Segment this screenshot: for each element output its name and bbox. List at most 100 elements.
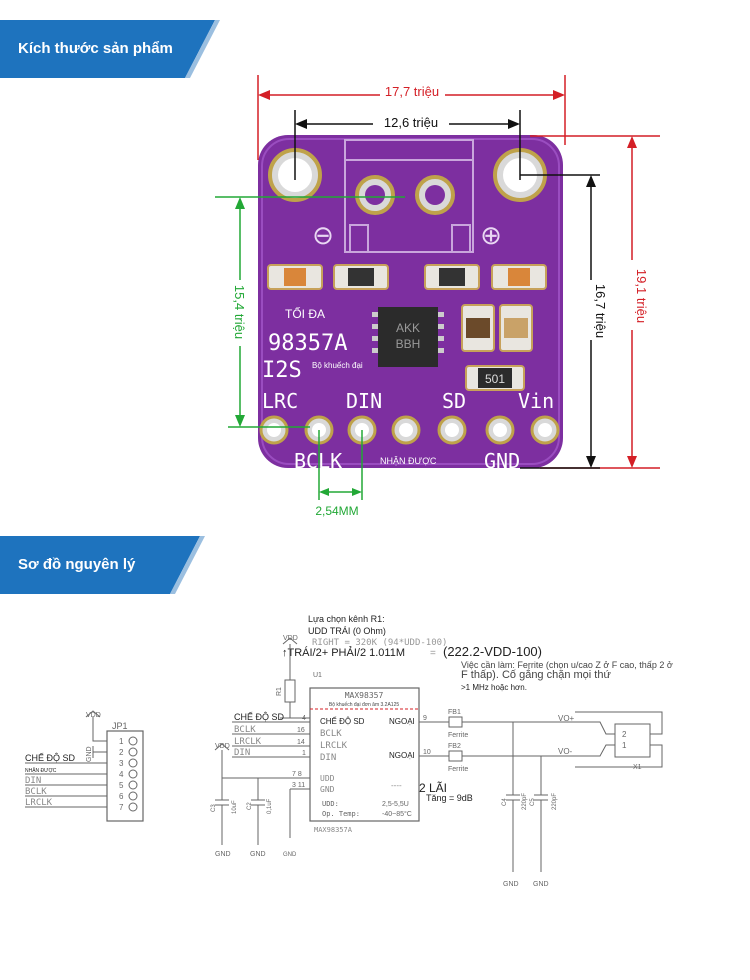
jp1-pin-4: 4 — [119, 770, 124, 779]
ferrite-note-1: Việc cần làm: Ferrite (chọn u/cao Z ở F … — [461, 660, 673, 670]
size-section-title: Kích thước sản phẩm — [18, 40, 173, 57]
net-lrclk: LRCLK — [234, 737, 262, 747]
c2-gnd: GND — [250, 851, 266, 858]
overall-height-label: 19,1 triệu — [634, 269, 649, 323]
banner-shape — [0, 536, 205, 594]
jp1-gnd: GND — [86, 746, 93, 762]
u1-label: U1 — [313, 672, 322, 679]
ic-dashes: ---- — [391, 781, 402, 790]
jp1-pin-2: 2 — [119, 748, 124, 757]
c5-value: 220pF — [552, 793, 558, 810]
silk-part-label: 98357A — [268, 331, 347, 356]
pin-label-sd: SD — [442, 389, 466, 413]
smd-capacitors-row — [267, 264, 547, 290]
size-section-banner: Kích thước sản phẩm — [0, 20, 220, 78]
ic-pin-sd-mode: CHẾ ĐỘ SD — [320, 716, 365, 726]
x1-pin-1: 1 — [622, 741, 627, 750]
c3-gnd: GND — [215, 851, 231, 858]
net-din: DIN — [234, 748, 250, 758]
jp1-wires — [25, 710, 107, 808]
fb2-label: FB2 — [448, 743, 461, 750]
terminal-screw-right — [415, 175, 455, 215]
ic-pin-bclk: BCLK — [320, 729, 342, 739]
jp1-pin-3: 3 — [119, 759, 124, 768]
c3-label: C3 — [211, 804, 217, 812]
ic-udd-range: 2,5-5,5U — [382, 801, 409, 808]
ic-temp-range: -40~85°C — [382, 810, 412, 818]
decoupling-caps — [214, 743, 265, 845]
r1-note-formula: (222.2-VDD-100) — [443, 644, 542, 659]
amplifier-ic: AKK BBH — [372, 307, 444, 367]
ic-name: MAX98357 — [345, 691, 384, 700]
jp1-header: JP1 1 2 3 4 5 6 7 — [106, 721, 144, 822]
jp1-net-sd-mode: CHẾ ĐỘ SD — [25, 753, 76, 763]
caps-vdd: VDD — [215, 743, 230, 750]
chip-mark-1: AKK — [396, 321, 420, 335]
ic-model: MAX98357A — [314, 826, 353, 834]
ic-pin-out1: NGOẠI — [389, 717, 415, 726]
vo-minus-label: VO- — [558, 747, 573, 756]
c2-label: C2 — [247, 802, 253, 810]
ic-desc: Bộ khuếch đại đơn âm 3.2A125 — [329, 702, 399, 708]
ic-num-din: 1 — [302, 750, 306, 757]
jp1-pin-6: 6 — [119, 792, 124, 801]
ic-num-sd: 4 — [302, 715, 306, 722]
r1-vdd: VDD — [283, 635, 298, 642]
c5-label: C5 — [530, 798, 536, 806]
two-core-note: 2 LÃI — [419, 781, 447, 795]
pin-label-din: DIN — [346, 389, 382, 413]
ic-temp: Op. Temp: — [322, 810, 360, 818]
inductor-mark: 501 — [485, 372, 505, 386]
ferrite-note-3: >1 MHz hoặc hơn. — [461, 683, 527, 692]
pin-pitch-dimension — [318, 430, 363, 500]
c4-gnd: GND — [503, 881, 519, 888]
net-sd-mode: CHẾ ĐỘ SD — [234, 712, 285, 722]
r1-resistor — [280, 637, 310, 719]
pin-label-gain: NHẬN ĐƯỢC — [380, 456, 437, 466]
ic-pin-udd: UDD — [320, 774, 335, 783]
schematic-drawing: Lựa chọn kênh R1: UDD TRÁI (0 Ohm) RIGHT… — [25, 614, 673, 888]
ic-num-lrclk: 14 — [297, 739, 305, 746]
x1-label: X1 — [633, 764, 642, 771]
terminal-screw-left — [355, 175, 395, 215]
ic-num-udd: 7 8 — [292, 771, 302, 778]
ic-pin-gnd: GND — [320, 785, 335, 794]
overall-width-label: 17,7 triệu — [385, 84, 439, 99]
fb2-type: Ferrite — [448, 766, 468, 773]
ferrite-note-2: F thấp). Cố gắng chặn mọi thứ — [461, 668, 611, 681]
pin-label-vin: Vin — [518, 389, 554, 413]
silk-amp-label: Bộ khuếch đại — [312, 361, 363, 370]
fb1-type: Ferrite — [448, 732, 468, 739]
vo-plus-label: VO+ — [558, 714, 575, 723]
jp1-net-din: DIN — [25, 776, 41, 786]
schematic-section-banner: Sơ đồ nguyên lý — [0, 536, 205, 594]
pin-label-bclk: BCLK — [294, 449, 342, 473]
fb1-label: FB1 — [448, 709, 461, 716]
terminal-block-outline — [344, 139, 474, 253]
r1-note-right: RIGHT = 320K (94*UDD-100) — [312, 638, 447, 648]
pin-pitch-label: 2,54MM — [315, 504, 358, 518]
minus-symbol: ⊖ — [312, 220, 334, 250]
hole-to-pins-label: 15,4 triệu — [232, 285, 247, 339]
c4-label: C4 — [502, 798, 508, 806]
c2-value: 0,1uF — [267, 798, 273, 814]
hole-spacing-label: 12,6 triệu — [384, 115, 438, 130]
inductor: 501 — [465, 365, 525, 391]
smd-capacitors-right — [461, 304, 533, 352]
silk-bus-label: I2S — [262, 358, 302, 383]
chip-mark-2: BBH — [396, 337, 421, 351]
jp1-pin-1: 1 — [119, 737, 124, 746]
board-dimension-drawing: ⊖ ⊕ AKK BBH 501 TỐI ĐA 98357A I2S Bộ khu… — [215, 75, 660, 518]
c3-value: 10uF — [232, 800, 238, 814]
jp1-label: JP1 — [112, 721, 128, 731]
jp1-vdd: VDD — [86, 712, 101, 719]
ic-num-gnd: 3 11 — [292, 782, 305, 789]
jp1-net-lrclk: LRCLK — [25, 798, 53, 808]
ic-pin-out2: NGOẠI — [389, 751, 415, 760]
pin-label-gnd: GND — [484, 449, 520, 473]
ic-input-wires — [222, 721, 310, 838]
net-bclk: BCLK — [234, 725, 256, 735]
hole-to-bottom-label: 16,7 triệu — [593, 284, 608, 338]
ic-pin-din: DIN — [320, 753, 336, 763]
c5-gnd: GND — [533, 881, 549, 888]
